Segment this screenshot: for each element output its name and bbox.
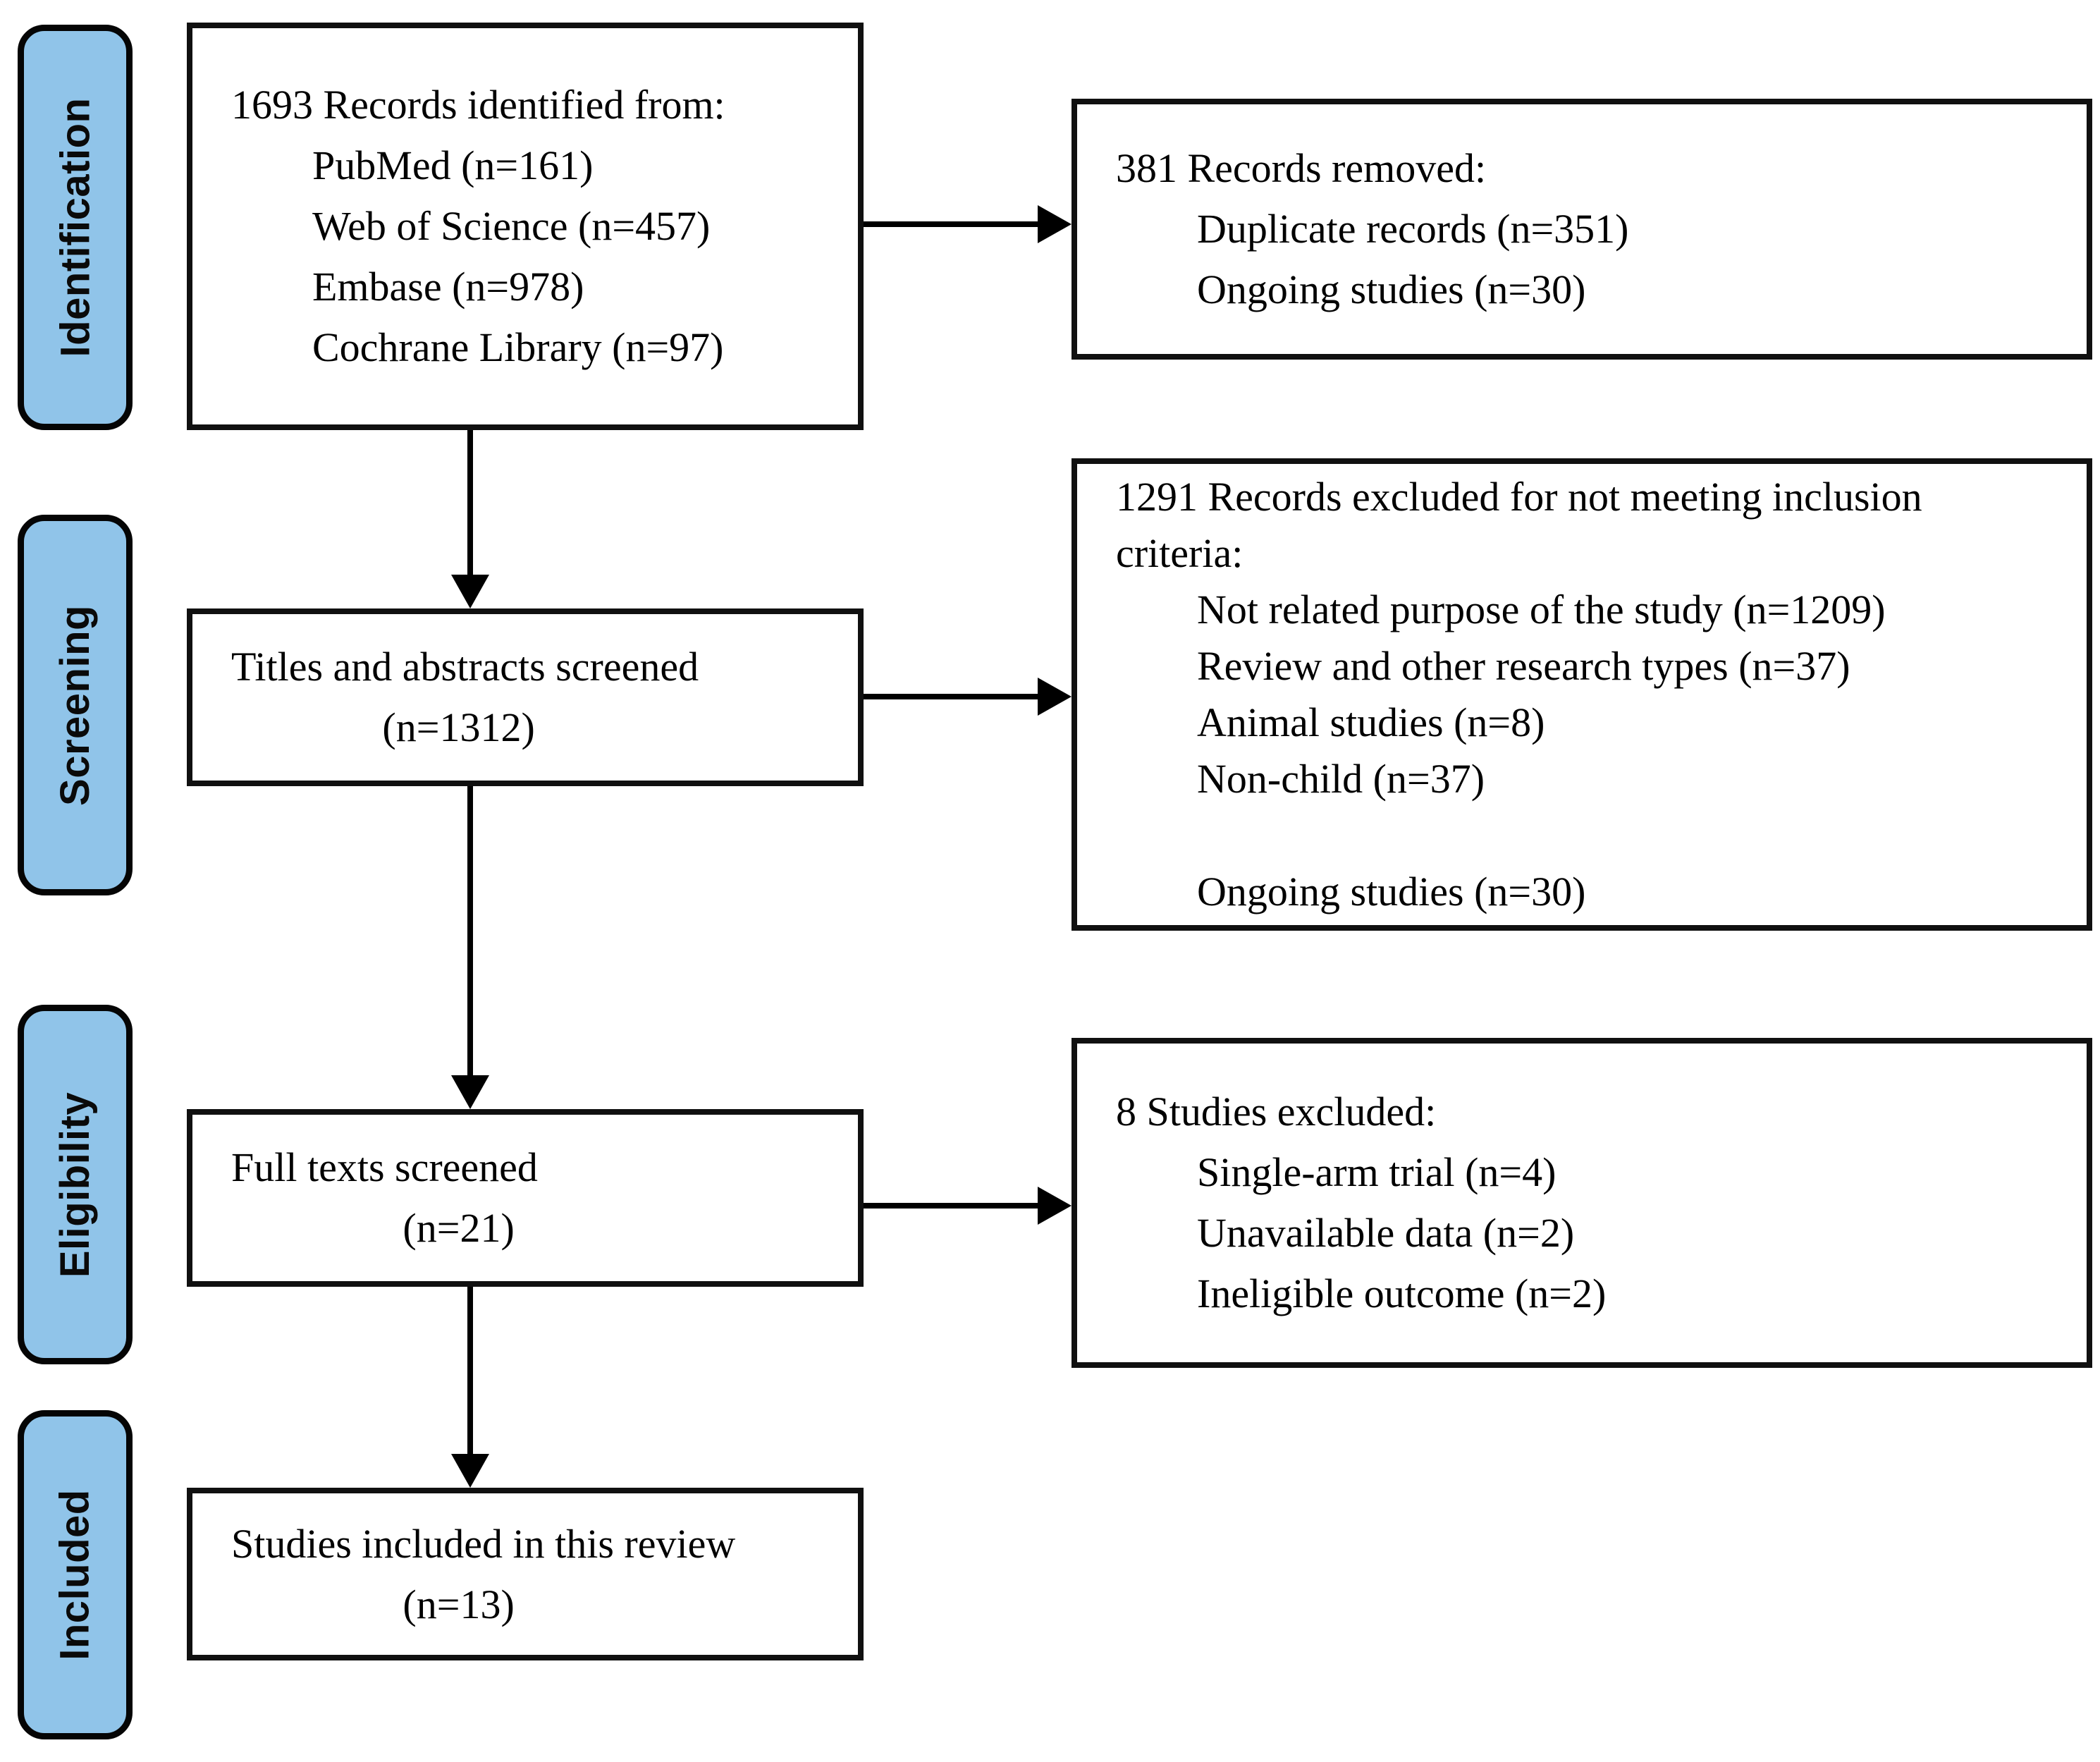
- stage-included-label: Included: [52, 1489, 98, 1660]
- studies-included-count: (n=13): [403, 1581, 515, 1627]
- stage-screening-label: Screening: [52, 604, 98, 806]
- records-excluded-heading: 1291 Records excluded for not meeting in…: [1116, 474, 1922, 576]
- records-removed-heading: 381 Records removed:: [1116, 145, 1487, 191]
- box-records-removed: 381 Records removed: Duplicate records (…: [1072, 99, 2092, 360]
- list-item: Ineligible outcome (n=2): [1197, 1271, 1607, 1316]
- box-studies-included: Studies included in this review (n=13): [187, 1488, 864, 1660]
- stage-identification-label: Identification: [52, 97, 99, 357]
- arrow-shaft: [467, 430, 473, 578]
- list-item: Not related purpose of the study (n=1209…: [1197, 587, 1886, 632]
- box-studies-excluded: 8 Studies excluded: Single-arm trial (n=…: [1072, 1038, 2092, 1368]
- list-item: Ongoing studies (n=30): [1197, 267, 1586, 312]
- list-item: Duplicate records (n=351): [1197, 206, 1629, 252]
- list-item: PubMed (n=161): [312, 142, 594, 188]
- studies-excluded-heading: 8 Studies excluded:: [1116, 1089, 1437, 1134]
- blank-line: [1077, 807, 2087, 864]
- stage-included: Included: [18, 1410, 133, 1739]
- full-texts-count: (n=21): [403, 1205, 515, 1251]
- titles-screened-line: Titles and abstracts screened: [231, 644, 699, 690]
- titles-screened-count: (n=1312): [382, 704, 535, 750]
- list-item: Review and other research types (n=37): [1197, 643, 1850, 689]
- stage-eligibility: Eligibility: [18, 1005, 133, 1364]
- records-identified-heading: 1693 Records identified from:: [231, 82, 725, 128]
- stage-identification: Identification: [18, 25, 133, 430]
- box-titles-abstracts-screened: Titles and abstracts screened (n=1312): [187, 608, 864, 786]
- list-item: Non-child (n=37): [1197, 756, 1485, 802]
- arrow-shaft: [864, 694, 1041, 699]
- arrowhead-right-icon: [1038, 678, 1072, 716]
- arrow-shaft: [467, 1287, 473, 1457]
- arrowhead-down-icon: [451, 575, 489, 608]
- list-item: Single-arm trial (n=4): [1197, 1149, 1556, 1195]
- arrow-shaft: [864, 1203, 1041, 1209]
- arrowhead-down-icon: [451, 1075, 489, 1109]
- box-full-texts-screened: Full texts screened (n=21): [187, 1109, 864, 1287]
- list-item: Animal studies (n=8): [1197, 699, 1545, 745]
- box-records-excluded: 1291 Records excluded for not meeting in…: [1072, 458, 2092, 931]
- arrowhead-down-icon: [451, 1454, 489, 1488]
- list-item: Cochrane Library (n=97): [312, 324, 724, 370]
- studies-included-line: Studies included in this review: [231, 1520, 736, 1567]
- full-texts-line: Full texts screened: [231, 1144, 538, 1190]
- list-item: Web of Science (n=457): [312, 203, 711, 249]
- stage-screening: Screening: [18, 515, 133, 895]
- list-item: Ongoing studies (n=30): [1197, 869, 1586, 914]
- list-item: Embase (n=978): [312, 264, 584, 310]
- arrowhead-right-icon: [1038, 205, 1072, 243]
- arrow-shaft: [864, 221, 1041, 227]
- list-item: Unavailable data (n=2): [1197, 1210, 1575, 1256]
- stage-eligibility-label: Eligibility: [52, 1091, 98, 1278]
- arrow-shaft: [467, 786, 473, 1079]
- box-records-identified: 1693 Records identified from: PubMed (n=…: [187, 23, 864, 430]
- arrowhead-right-icon: [1038, 1187, 1072, 1225]
